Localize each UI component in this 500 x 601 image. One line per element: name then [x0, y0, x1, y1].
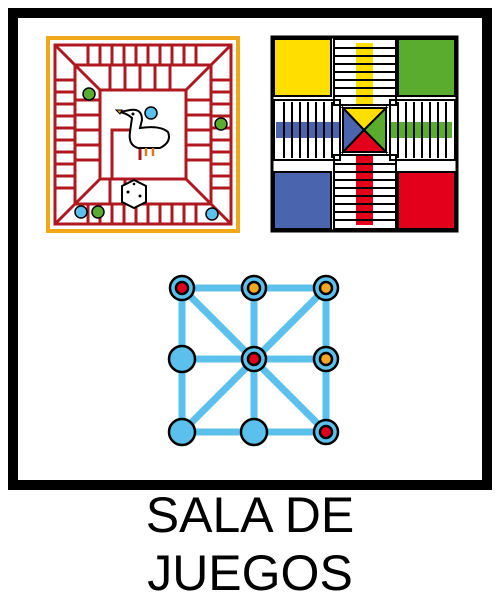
caption-line-1: SALA DE: [145, 487, 355, 543]
tres-en-raya-board-icon: [167, 274, 340, 447]
caption-line-2: JUEGOS: [147, 545, 353, 601]
parchis-board-icon: [270, 35, 459, 233]
goose-icon: [114, 108, 170, 156]
oca-board-icon: [46, 36, 240, 233]
die-icon: [121, 178, 147, 210]
